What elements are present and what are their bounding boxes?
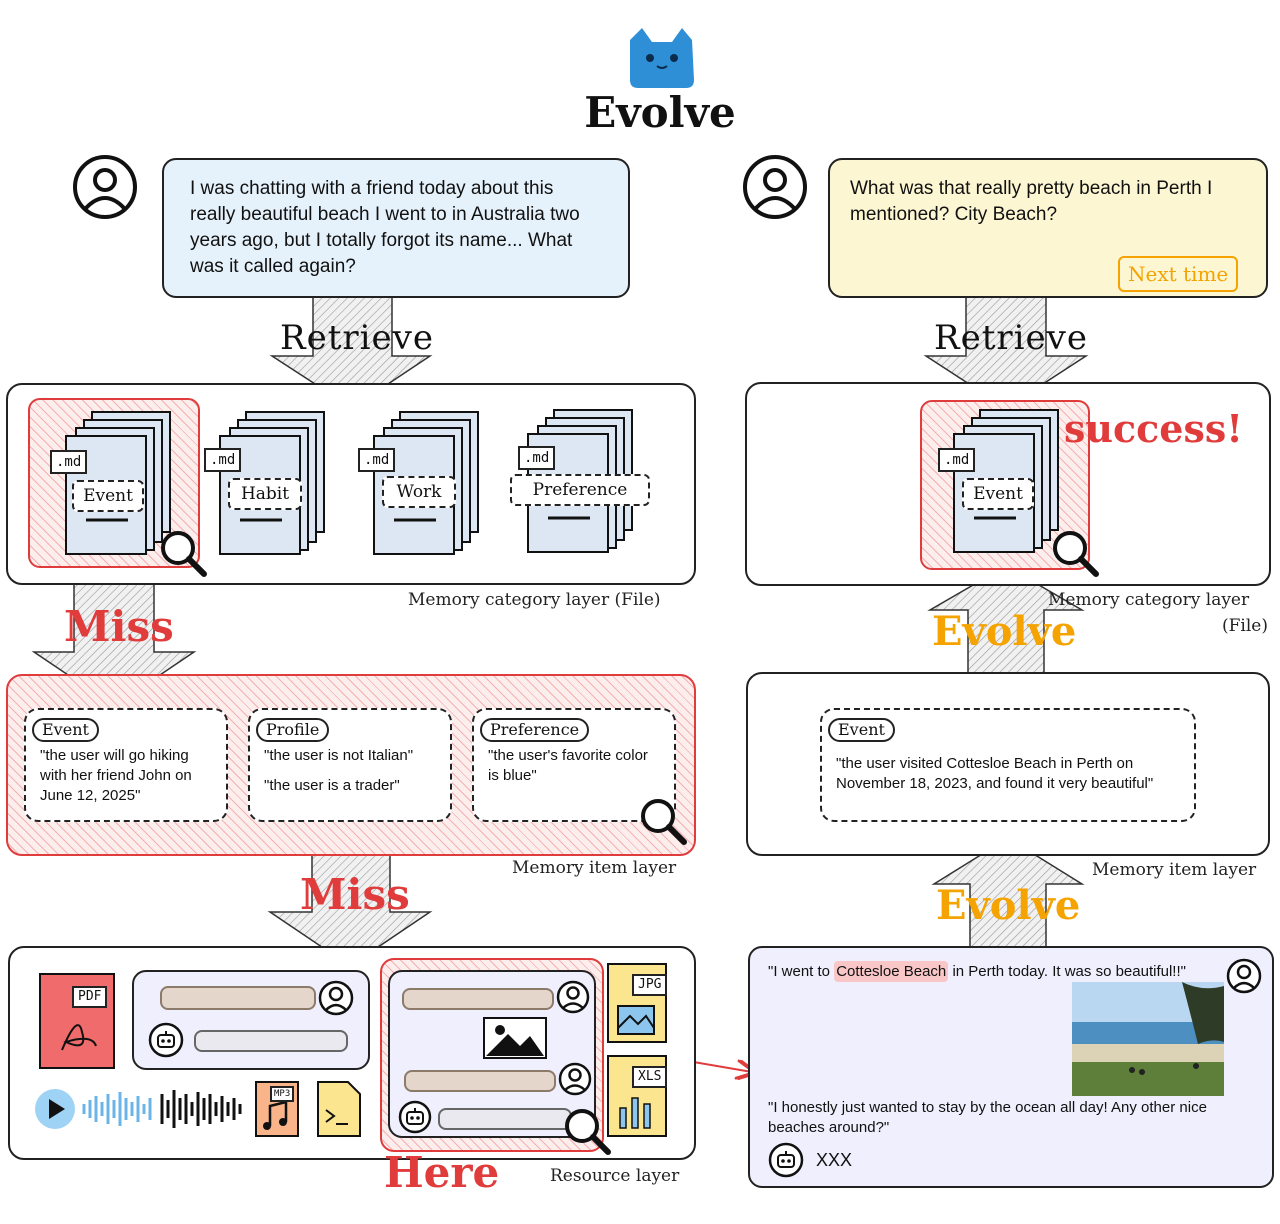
user-icon	[556, 980, 590, 1018]
md-tag-habit: .md	[204, 448, 242, 472]
evolve-label-1: Evolve	[932, 608, 1077, 655]
beach-photo	[1072, 982, 1224, 1100]
item-card-preference: Preference "the user's favorite color is…	[472, 708, 676, 822]
xls-tag: XLS	[632, 1066, 668, 1088]
file-label-habit: Habit	[228, 478, 302, 510]
resource-followup: "I honestly just wanted to stay by the o…	[768, 1099, 1207, 1136]
md-tag-event: .md	[938, 448, 976, 472]
audio-waveform-icon	[80, 1088, 250, 1134]
here-label: Here	[384, 1148, 500, 1197]
file-label-preference: Preference	[510, 474, 650, 506]
magnifier-icon	[638, 796, 690, 852]
quote-suffix: in Perth today. It was so beautiful!!"	[948, 963, 1186, 980]
right-user-message: What was that really pretty beach in Per…	[828, 158, 1268, 298]
retrieve-label-left: Retrieve	[280, 318, 434, 358]
evolve-label-2: Evolve	[936, 882, 1081, 929]
user-icon	[558, 1062, 592, 1100]
item-text-preference: "the user's favorite color is blue"	[488, 747, 648, 784]
resource-quote: "I went to Cottesloe Beach in Perth toda…	[768, 961, 1228, 982]
right-user-message-text: What was that really pretty beach in Per…	[850, 178, 1213, 225]
user-avatar-icon	[72, 154, 138, 224]
message-bar	[404, 1070, 556, 1092]
file-label-event: Event	[72, 480, 144, 512]
bot-icon	[148, 1022, 184, 1062]
category-layer-caption-right-1: Memory category layer	[1048, 590, 1250, 610]
next-time-badge: Next time	[1118, 256, 1239, 292]
user-avatar-icon	[742, 154, 808, 224]
item-category-profile: Profile	[256, 718, 330, 742]
item-text-event-right: "the user visited Cottesloe Beach in Per…	[836, 755, 1154, 792]
success-label: success!	[1064, 406, 1243, 451]
item-category-event: Event	[828, 718, 895, 742]
item-layer-caption-right: Memory item layer	[1092, 860, 1257, 880]
play-icon	[34, 1088, 76, 1134]
user-icon	[318, 980, 354, 1020]
miss-label-1: Miss	[64, 602, 174, 651]
item-layer-caption-left: Memory item layer	[512, 858, 677, 878]
retrieve-label-right: Retrieve	[934, 318, 1088, 358]
left-user-message: I was chatting with a friend today about…	[162, 158, 630, 298]
mp3-tag: MP3	[270, 1086, 295, 1102]
page-title: Evolve	[584, 88, 736, 137]
bot-icon	[398, 1100, 432, 1138]
md-tag-work: .md	[358, 448, 396, 472]
message-bar	[160, 986, 316, 1010]
pdf-tag: PDF	[72, 986, 108, 1008]
jpg-tag: JPG	[632, 974, 668, 996]
left-user-message-text: I was chatting with a friend today about…	[190, 178, 580, 277]
message-bar	[402, 988, 554, 1010]
magnifier-icon	[158, 528, 210, 584]
item-text-profile-1: "the user is not Italian"	[264, 747, 414, 764]
item-card-event: Event "the user will go hiking with her …	[24, 708, 228, 822]
cat-mascot-icon	[630, 28, 694, 88]
quote-prefix: "I went to	[768, 963, 835, 980]
bot-icon	[768, 1142, 804, 1182]
item-category-event: Event	[32, 718, 99, 742]
item-card-event-right: Event "the user visited Cottesloe Beach …	[820, 708, 1196, 822]
user-icon	[1226, 958, 1262, 998]
item-card-profile: Profile "the user is not Italian" "the u…	[248, 708, 452, 822]
reply-bar	[438, 1108, 572, 1130]
item-text-event: "the user will go hiking with her friend…	[40, 747, 192, 804]
evolve-arrow-2	[931, 837, 1085, 957]
md-tag-preference: .md	[518, 446, 556, 470]
item-text-profile-2: "the user is a trader"	[264, 777, 400, 794]
evolve-arrow-1	[927, 565, 1085, 685]
item-category-preference: Preference	[480, 718, 590, 742]
category-layer-caption-left: Memory category layer (File)	[408, 590, 661, 610]
reply-bar	[194, 1030, 348, 1052]
bot-reply: XXX	[816, 1150, 853, 1170]
miss-label-2: Miss	[300, 870, 410, 919]
magnifier-icon	[1050, 528, 1102, 584]
image-icon	[482, 1016, 548, 1064]
resource-layer-caption: Resource layer	[550, 1166, 680, 1186]
terminal-file-icon	[316, 1080, 362, 1142]
md-tag-event: .md	[50, 450, 88, 474]
file-label-event: Event	[962, 478, 1034, 510]
file-label-work: Work	[382, 476, 456, 508]
magnifier-icon	[562, 1106, 614, 1162]
category-layer-caption-right-2: (File)	[1222, 616, 1268, 636]
highlight-cottesloe: Cottesloe Beach	[834, 961, 949, 982]
